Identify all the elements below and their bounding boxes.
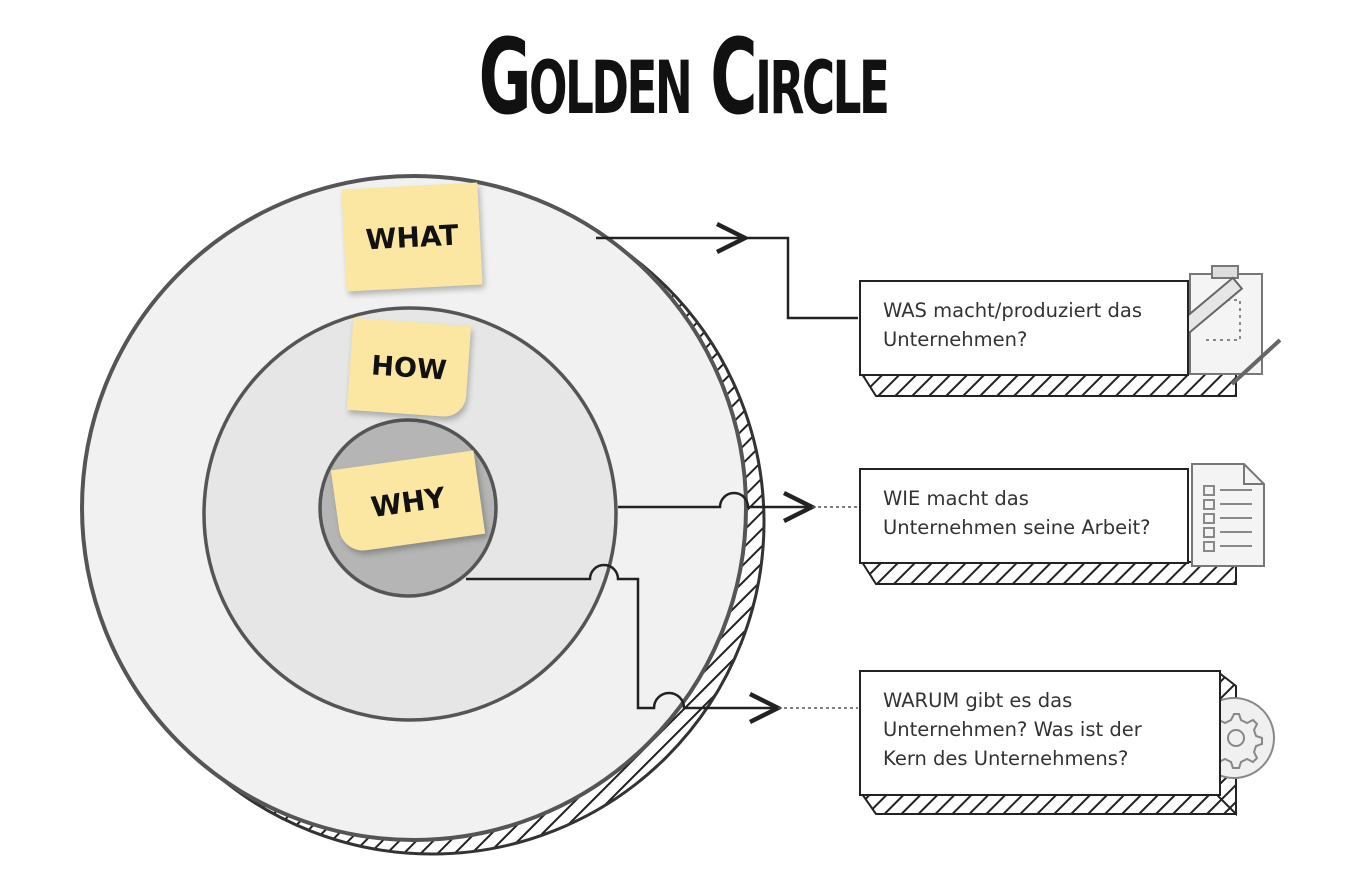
checklist-document-icon xyxy=(1191,463,1265,567)
box-warum-shadow xyxy=(860,793,1237,815)
sticky-note-how: HOW xyxy=(346,317,472,419)
connector-how xyxy=(618,493,812,507)
page-title: Golden Circle xyxy=(478,16,890,138)
box-warum-line-2: Unternehmen? Was ist der xyxy=(883,718,1142,741)
box-was-line-2: Unternehmen? xyxy=(883,328,1028,351)
box-warum-line-3: Kern des Unternehmens? xyxy=(883,747,1129,770)
box-wie-shadow xyxy=(860,561,1237,585)
connector-what-to-box xyxy=(745,236,858,320)
box-warum: WARUM gibt es das Unternehmen? Was ist d… xyxy=(859,670,1221,796)
box-wie-line-1: WIE macht das xyxy=(883,487,1029,510)
clipboard-ruler-icon xyxy=(1174,265,1282,386)
box-was: WAS macht/produziert das Unternehmen? xyxy=(859,280,1189,376)
box-was-shadow xyxy=(860,373,1237,397)
box-wie: WIE macht das Unternehmen seine Arbeit? xyxy=(859,468,1189,564)
sticky-note-what: WHAT xyxy=(341,182,483,292)
box-was-line-1: WAS macht/produziert das xyxy=(883,299,1143,322)
box-wie-line-2: Unternehmen seine Arbeit? xyxy=(883,516,1151,539)
box-warum-line-1: WARUM gibt es das xyxy=(883,689,1073,712)
connector-why xyxy=(466,563,778,708)
